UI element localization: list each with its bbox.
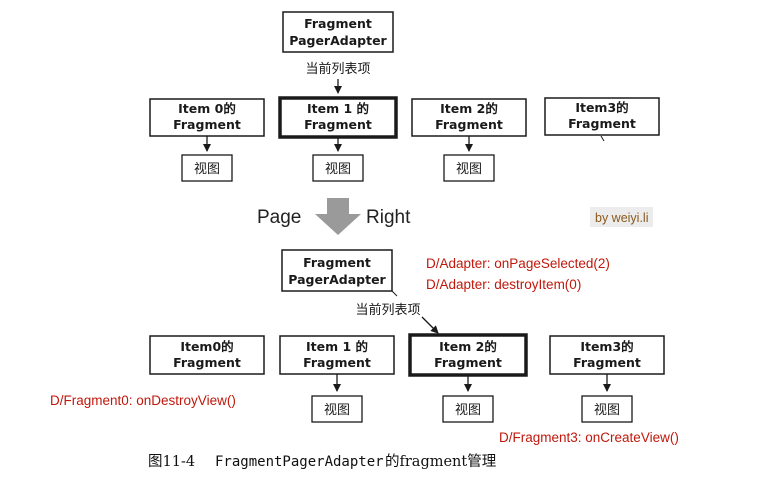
caption-figure-number: 图11-4 — [148, 454, 195, 470]
bottom-item-3-line2: Fragment — [573, 355, 641, 370]
transition-label-page: Page — [257, 207, 301, 228]
top-view-2: 视图 — [443, 154, 495, 182]
top-view-1-label: 视图 — [325, 162, 351, 177]
bottom-view-2-label: 视图 — [455, 403, 481, 418]
top-item-2-line1: Item 2的 — [440, 101, 498, 116]
bottom-section: Fragment PagerAdapter D/Adapter: onPageS… — [50, 249, 679, 445]
top-item-3-line1: Item3的 — [575, 100, 628, 115]
down-arrow-icon — [315, 198, 361, 235]
adapter-label-line1: Fragment — [304, 16, 372, 31]
bottom-item-0-line2: Fragment — [173, 355, 241, 370]
log-destroy-item: D/Adapter: destroyItem(0) — [426, 277, 581, 292]
top-view-2-label: 视图 — [456, 162, 482, 177]
bottom-item-0: Item0的 Fragment — [149, 335, 265, 375]
transition-label-right: Right — [366, 207, 411, 228]
bottom-item-1-line2: Fragment — [303, 355, 371, 370]
bottom-item-2-current: Item 2的 Fragment — [408, 333, 528, 377]
bottom-item-1-line1: Item 1 的 — [306, 339, 368, 354]
current-item-arrow-bottom — [421, 316, 439, 334]
adapter-box-bottom: Fragment PagerAdapter — [281, 249, 393, 292]
top-item-1-current: Item 1 的 Fragment — [278, 96, 398, 139]
bottom-view-3: 视图 — [581, 395, 633, 423]
bottom-view-1-label: 视图 — [324, 403, 350, 418]
top-item-0-line1: Item 0的 — [178, 101, 236, 116]
adapter-box-top: Fragment PagerAdapter — [282, 11, 394, 53]
page-right-transition: Page Right — [150, 198, 548, 235]
caption-suffix: 的fragment管理 — [385, 453, 497, 470]
caption-class-name: FragmentPagerAdapter — [215, 454, 384, 470]
bottom-view-3-label: 视图 — [594, 403, 620, 418]
top-item-1-line2: Fragment — [304, 117, 372, 132]
bottom-item-2-line1: Item 2的 — [439, 339, 497, 354]
bottom-item-1: Item 1 的 Fragment — [279, 335, 395, 375]
top-item-0-line2: Fragment — [173, 117, 241, 132]
watermark-text: by weiyi.li — [595, 211, 649, 225]
bottom-item-0-line1: Item0的 — [180, 339, 233, 354]
top-view-0-label: 视图 — [194, 162, 220, 177]
bottom-item-2-line2: Fragment — [434, 355, 502, 370]
top-item-2-line2: Fragment — [435, 117, 503, 132]
top-view-0: 视图 — [181, 154, 233, 182]
top-view-1: 视图 — [312, 154, 364, 182]
current-item-label-bottom: 当前列表项 — [355, 302, 420, 318]
top-item-0: Item 0的 Fragment — [149, 98, 265, 137]
bottom-view-2: 视图 — [442, 395, 494, 423]
log-fragment3-create-view: D/Fragment3: onCreateView() — [499, 430, 679, 445]
top-section: Fragment PagerAdapter 当前列表项 Item 0的 Frag… — [149, 11, 660, 182]
bottom-item-3: Item3的 Fragment — [549, 335, 665, 375]
log-fragment0-destroy-view: D/Fragment0: onDestroyView() — [50, 393, 236, 408]
bottom-item-3-line1: Item3的 — [580, 339, 633, 354]
adapter-bottom-line1: Fragment — [303, 255, 371, 270]
figure-caption: 图11-4 FragmentPagerAdapter 的fragment管理 — [148, 453, 497, 470]
adapter-bottom-line2: PagerAdapter — [288, 272, 386, 287]
top-item-1-line1: Item 1 的 — [307, 101, 369, 116]
top-item-2: Item 2的 Fragment — [411, 98, 527, 137]
bottom-view-1: 视图 — [311, 395, 363, 423]
top-item-3: Item3的 Fragment — [544, 97, 660, 136]
adapter-label-line2: PagerAdapter — [289, 33, 387, 48]
log-page-selected: D/Adapter: onPageSelected(2) — [426, 256, 610, 271]
current-item-label-top: 当前列表项 — [305, 61, 370, 77]
top-item-3-line2: Fragment — [568, 116, 636, 131]
watermark: by weiyi.li — [590, 207, 653, 227]
